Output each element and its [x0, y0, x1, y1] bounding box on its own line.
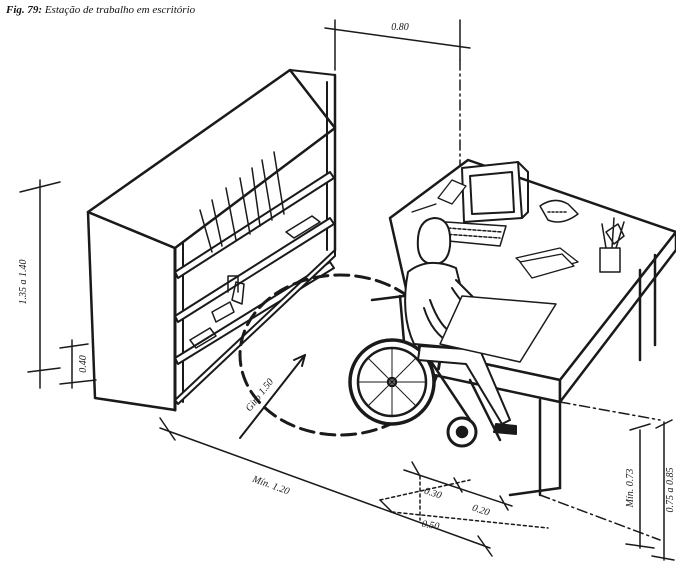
turn-radius-label: Giro 1.50: [244, 377, 276, 414]
top-width-dimension: [324, 19, 471, 181]
papers-icon: [411, 179, 579, 279]
figure-number: Fig. 79:: [6, 4, 43, 16]
figure-caption: Fig. 79: Estação de trabalho em escritór…: [6, 4, 195, 16]
min-knee-height-label: Mín. 0.73: [625, 469, 636, 509]
floor-dimensions: [159, 401, 675, 561]
shelf-height-label: 1.35 a 1.40: [18, 260, 29, 305]
keyboard-icon: [437, 221, 507, 247]
document-icon: [439, 295, 557, 363]
toe-depth-label: 0.50: [421, 519, 440, 533]
shelf-height-dimension: [19, 179, 97, 389]
computer-monitor-icon: [461, 161, 529, 223]
wheelchair-icon: [348, 294, 502, 448]
knee-depth-label: 0.30: [423, 486, 443, 502]
turn-radius-arrow: [239, 354, 306, 439]
knee-clearance-label: 0.20: [471, 503, 491, 519]
telephone-icon: [539, 199, 579, 223]
min-depth-label: Mín. 1.20: [250, 474, 291, 498]
desk-height-label: 0.75 a 0.85: [665, 468, 676, 513]
pen-holder-icon: [599, 217, 625, 273]
shelf-base-label: 0.40: [78, 355, 89, 373]
top-width-label: 0.80: [391, 22, 409, 33]
figure-title: Estação de trabalho em escritório: [44, 4, 196, 16]
